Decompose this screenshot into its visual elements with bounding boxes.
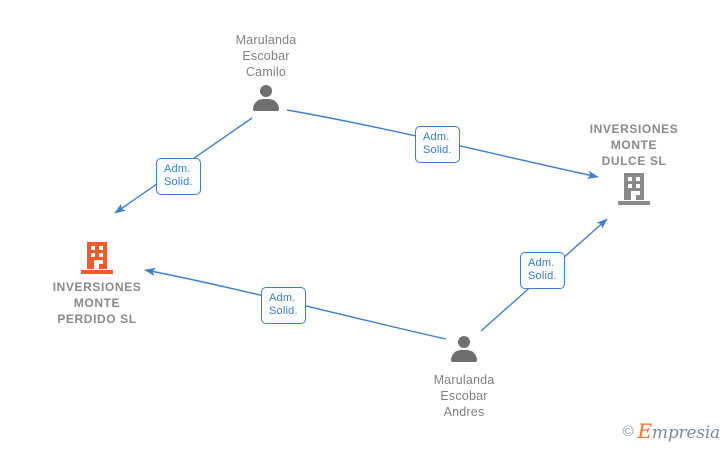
copyright-icon: © <box>622 423 634 440</box>
brand-rest: mpresia <box>651 423 720 443</box>
node-company-monte-perdido[interactable]: INVERSIONES MONTE PERDIDO SL <box>22 242 172 327</box>
node-person-andres[interactable]: Marulanda Escobar Andres <box>389 335 539 420</box>
node-label-monte-dulce: INVERSIONES MONTE DULCE SL <box>589 122 679 168</box>
node-label-monte-perdido: INVERSIONES MONTE PERDIDO SL <box>52 280 142 326</box>
node-label-andres: Marulanda Escobar Andres <box>433 373 495 419</box>
brand-wordmark: Empresia <box>638 421 721 442</box>
node-person-camilo[interactable]: Marulanda Escobar Camilo <box>191 32 341 118</box>
edge-label-andres-to-monte-perdido[interactable]: Adm. Solid. <box>261 287 306 324</box>
building-icon <box>617 173 651 207</box>
brand-initial: E <box>637 419 653 443</box>
building-icon <box>80 242 114 276</box>
person-icon <box>447 335 481 369</box>
edge-label-camilo-to-monte-perdido[interactable]: Adm. Solid. <box>156 158 201 195</box>
edge-label-camilo-to-monte-dulce[interactable]: Adm. Solid. <box>415 126 460 163</box>
node-label-camilo: Marulanda Escobar Camilo <box>235 33 297 79</box>
node-company-monte-dulce[interactable]: INVERSIONES MONTE DULCE SL <box>559 121 709 207</box>
edge-label-andres-to-monte-dulce[interactable]: Adm. Solid. <box>520 252 565 289</box>
person-icon <box>249 84 283 118</box>
empresia-watermark: © Empresia <box>622 421 720 442</box>
